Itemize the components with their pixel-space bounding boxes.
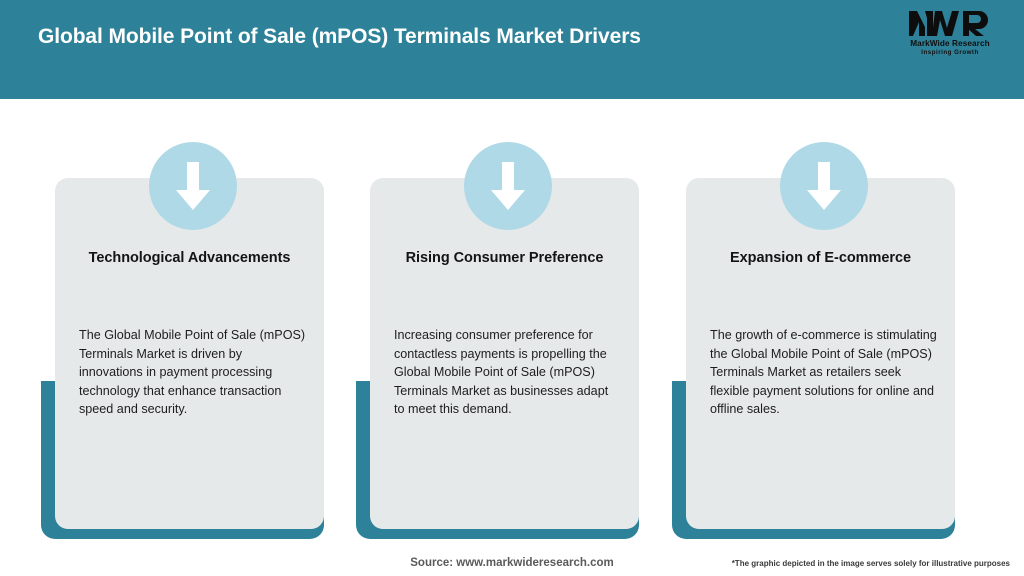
card-heading: Technological Advancements <box>88 250 291 266</box>
brand-logo: MarkWide Research Inspiring Growth <box>894 8 1006 62</box>
page-title: Global Mobile Point of Sale (mPOS) Termi… <box>38 25 641 48</box>
disclaimer-label: *The graphic depicted in the image serve… <box>731 559 1010 568</box>
header-band: Global Mobile Point of Sale (mPOS) Termi… <box>0 0 1024 99</box>
card-heading: Expansion of E-commerce <box>730 250 911 266</box>
down-arrow-icon <box>780 142 868 230</box>
card-description: Increasing consumer preference for conta… <box>394 328 609 417</box>
brand-tagline: Inspiring Growth <box>921 49 979 56</box>
down-arrow-icon <box>149 142 237 230</box>
card-body: Technological Advancements The Global Mo… <box>55 142 324 529</box>
down-arrow-icon <box>464 142 552 230</box>
driver-card: Rising Consumer Preference Increasing co… <box>356 142 639 539</box>
card-description: The growth of e-commerce is stimulating … <box>710 328 937 417</box>
source-label: Source: www.markwideresearch.com <box>410 557 614 569</box>
driver-card: Expansion of E-commerce The growth of e-… <box>672 142 955 539</box>
card-body: Rising Consumer Preference Increasing co… <box>370 142 639 529</box>
mwr-logo-icon <box>909 11 988 36</box>
card-body: Expansion of E-commerce The growth of e-… <box>686 142 955 529</box>
driver-card: Technological Advancements The Global Mo… <box>41 142 324 539</box>
card-description: The Global Mobile Point of Sale (mPOS) T… <box>79 328 306 417</box>
card-heading: Rising Consumer Preference <box>405 250 604 266</box>
brand-name: MarkWide Research <box>910 39 990 48</box>
